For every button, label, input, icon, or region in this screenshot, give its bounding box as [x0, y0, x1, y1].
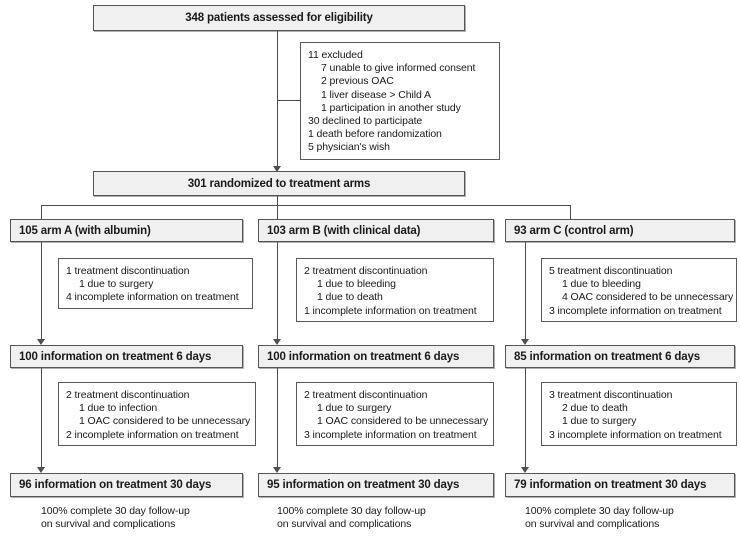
excluded-line: 11 excluded — [308, 49, 363, 61]
arm-b-footnote-line1: 100% complete 30 day follow-up — [277, 505, 426, 517]
loss-line: 3 incomplete information on treatment — [549, 304, 722, 317]
excluded-line: 1 participation in another study — [321, 101, 461, 114]
loss-line: 2 treatment discontinuation — [304, 389, 428, 401]
loss-line: 3 incomplete information on treatment — [549, 428, 722, 441]
connector-split-bus — [41, 205, 571, 206]
arm-b-footnote-line2: on survival and complications — [277, 518, 412, 530]
arm-b-30days-label: 95 information on treatment 30 days — [267, 479, 460, 491]
connector-arm-c-to-6days — [525, 242, 526, 343]
loss-line: 2 due to death — [562, 402, 628, 415]
loss-line: 3 incomplete information on treatment — [304, 428, 477, 441]
arm-a-footnote-line2: on survival and complications — [41, 518, 176, 530]
loss-line: 2 treatment discontinuation — [66, 389, 190, 401]
arrowhead-arm-b-6days — [273, 339, 281, 345]
excluded-line: 2 previous OAC — [321, 75, 394, 88]
arm-b-losses-second-box: 2 treatment discontinuation 1 due to sur… — [296, 382, 494, 446]
arm-a-header-label: 105 arm A (with albumin) — [19, 224, 151, 237]
loss-line: 5 treatment discontinuation — [549, 265, 673, 277]
connector-drop-arm-a — [41, 205, 42, 219]
excluded-line: 1 liver disease > Child A — [321, 88, 431, 101]
arm-b-6days-box: 100 information on treatment 6 days — [258, 345, 494, 368]
loss-line: 2 incomplete information on treatment — [66, 428, 239, 441]
arm-c-6days-label: 85 information on treatment 6 days — [514, 350, 700, 363]
arm-c-footnote-line2: on survival and complications — [525, 518, 660, 530]
loss-line: 4 OAC considered to be unnecessary — [562, 291, 734, 304]
loss-line: 1 due to bleeding — [562, 278, 641, 291]
loss-line: 1 due to surgery — [317, 402, 392, 415]
arm-c-footnote-line1: 100% complete 30 day follow-up — [525, 505, 674, 517]
connector-arm-c-to-30days — [525, 368, 526, 471]
arm-a-losses-first-box: 1 treatment discontinuation 1 due to sur… — [58, 258, 253, 309]
randomized-label: 301 randomized to treatment arms — [187, 177, 371, 190]
connector-arm-a-to-30days — [41, 368, 42, 471]
loss-line: 1 due to death — [317, 291, 383, 304]
loss-line: 1 treatment discontinuation — [66, 265, 190, 277]
connector-arm-a-to-6days — [41, 242, 42, 343]
arrowhead-randomized — [273, 166, 281, 172]
loss-line: 1 due to bleeding — [317, 278, 396, 291]
loss-line: 2 treatment discontinuation — [304, 265, 428, 277]
excluded-box: 11 excluded 7 unable to give informed co… — [300, 42, 500, 160]
loss-line: 1 incomplete information on treatment — [304, 304, 477, 317]
arm-a-6days-box: 100 information on treatment 6 days — [10, 345, 243, 368]
arrowhead-arm-a-6days — [37, 339, 45, 345]
connector-drop-arm-c — [570, 205, 571, 219]
arm-b-6days-label: 100 information on treatment 6 days — [267, 350, 460, 363]
excluded-line: 1 death before randomization — [308, 128, 442, 141]
connector-arm-b-to-6days — [277, 242, 278, 343]
arm-c-30days-box: 79 information on treatment 30 days — [505, 473, 735, 497]
connector-drop-arm-b — [277, 205, 278, 219]
arm-b-30days-box: 95 information on treatment 30 days — [258, 473, 494, 497]
arrowhead-arm-a-30days — [37, 467, 45, 473]
arrowhead-arm-b-30days — [273, 467, 281, 473]
randomized-box: 301 randomized to treatment arms — [93, 171, 465, 196]
connector-to-excluded — [277, 100, 300, 101]
arm-a-6days-label: 100 information on treatment 6 days — [19, 350, 212, 363]
arm-a-losses-second-box: 2 treatment discontinuation 1 due to inf… — [58, 382, 256, 446]
assessed-for-eligibility-box: 348 patients assessed for eligibility — [93, 5, 465, 31]
arm-a-30days-box: 96 information on treatment 30 days — [10, 473, 243, 497]
excluded-line: 30 declined to participate — [308, 115, 423, 128]
loss-line: 1 due to surgery — [79, 278, 154, 291]
arrowhead-arm-c-6days — [521, 339, 529, 345]
arm-a-30days-label: 96 information on treatment 30 days — [19, 479, 212, 491]
arm-c-30days-label: 79 information on treatment 30 days — [514, 479, 707, 491]
loss-line: 3 treatment discontinuation — [549, 389, 673, 401]
loss-line: 1 due to infection — [79, 402, 158, 415]
assessed-for-eligibility-label: 348 patients assessed for eligibility — [185, 12, 373, 24]
loss-line: 4 incomplete information on treatment — [66, 291, 239, 304]
arm-b-losses-first-box: 2 treatment discontinuation 1 due to ble… — [296, 258, 494, 322]
arm-c-losses-first-box: 5 treatment discontinuation 1 due to ble… — [541, 258, 737, 322]
excluded-line: 5 physician's wish — [308, 141, 390, 154]
loss-line: 1 due to surgery — [562, 415, 637, 428]
arm-c-losses-second-box: 3 treatment discontinuation 2 due to dea… — [541, 382, 737, 446]
loss-line: 1 OAC considered to be unnecessary — [79, 415, 251, 428]
arm-a-footnote-line1: 100% complete 30 day follow-up — [41, 505, 190, 517]
connector-arm-b-to-30days — [277, 368, 278, 471]
excluded-line: 7 unable to give informed consent — [321, 62, 476, 75]
arrowhead-arm-c-30days — [521, 467, 529, 473]
arm-c-header-label: 93 arm C (control arm) — [514, 224, 634, 237]
arm-c-6days-box: 85 information on treatment 6 days — [505, 345, 735, 368]
connector-randomized-stem — [277, 196, 278, 206]
arm-b-header-label: 103 arm B (with clinical data) — [267, 224, 421, 237]
arm-b-header-box: 103 arm B (with clinical data) — [258, 219, 494, 242]
arm-a-header-box: 105 arm A (with albumin) — [10, 219, 243, 242]
arm-c-header-box: 93 arm C (control arm) — [505, 219, 735, 242]
loss-line: 1 OAC considered to be unnecessary — [317, 415, 489, 428]
